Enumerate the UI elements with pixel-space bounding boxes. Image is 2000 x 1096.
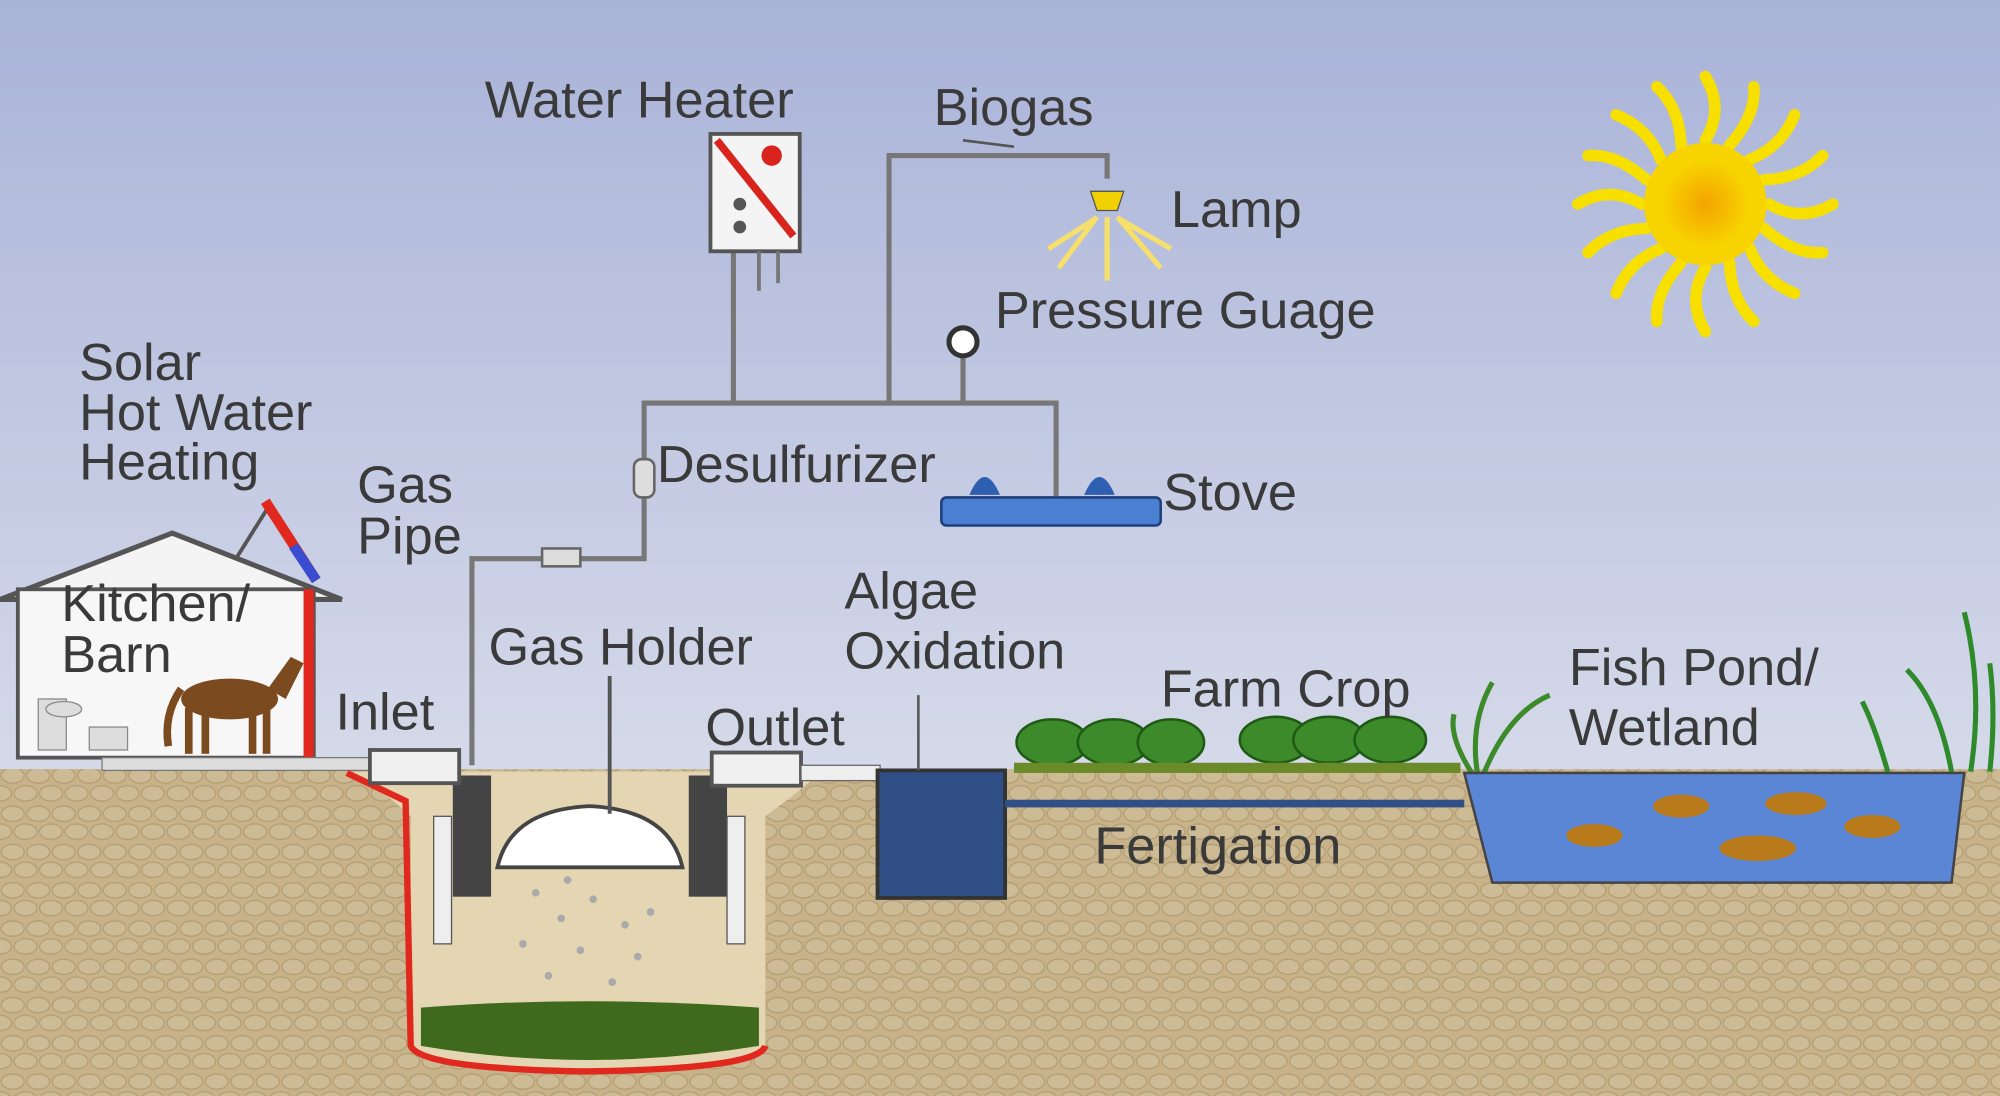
label-gas-pipe-1: Gas <box>357 457 453 515</box>
digester <box>345 676 881 1075</box>
reeds-icon <box>1859 611 1996 773</box>
label-biogas: Biogas <box>934 79 1094 137</box>
label-fish-pond: Fish Pond/ <box>1569 639 1819 697</box>
slurry <box>420 1001 759 1060</box>
horse-icon <box>163 656 304 754</box>
label-algae: Algae <box>844 562 978 620</box>
label-barn: Barn <box>61 626 171 684</box>
label-desulfurizer: Desulfurizer <box>657 436 936 494</box>
solar-panel-icon <box>234 498 321 584</box>
pressure-gauge-icon <box>946 325 980 359</box>
flow-arrow-icon <box>962 139 1015 148</box>
fertigation-pipe <box>1005 799 1465 808</box>
label-gas-pipe-2: Pipe <box>357 508 462 566</box>
label-outlet: Outlet <box>705 699 845 757</box>
lamp-icon <box>1047 190 1173 281</box>
label-oxidation: Oxidation <box>844 622 1065 680</box>
diagram-labels: Water Heater Biogas Lamp Pressure Guage … <box>61 71 1819 875</box>
label-inlet: Inlet <box>335 684 434 742</box>
sun-icon <box>1572 70 1839 338</box>
valve-icon <box>540 547 582 568</box>
label-lamp: Lamp <box>1171 181 1302 239</box>
label-solar-1: Solar <box>79 334 201 392</box>
label-wetland: Wetland <box>1569 699 1760 757</box>
label-pressure-gauge: Pressure Guage <box>995 282 1376 340</box>
stove-icon <box>940 477 1162 527</box>
fish-icons <box>1566 792 1901 861</box>
label-fertigation: Fertigation <box>1094 818 1341 876</box>
label-farm-crop: Farm Crop <box>1161 661 1411 719</box>
water-heater-icon <box>708 132 802 291</box>
label-water-heater: Water Heater <box>485 71 794 129</box>
label-stove: Stove <box>1163 464 1297 522</box>
kitchen-barn-house <box>0 530 384 772</box>
fish-pond <box>1462 771 1966 884</box>
farm-crop-icons <box>1014 715 1461 773</box>
desulfurizer-icon <box>632 457 656 499</box>
gas-holder-dome <box>495 804 685 870</box>
label-gas-holder: Gas Holder <box>489 619 753 677</box>
label-solar-3: Heating <box>79 434 259 492</box>
algae-tank <box>875 768 1008 900</box>
toilet-icon <box>37 698 129 751</box>
label-kitchen: Kitchen/ <box>61 575 250 633</box>
label-solar-2: Hot Water <box>79 384 312 442</box>
